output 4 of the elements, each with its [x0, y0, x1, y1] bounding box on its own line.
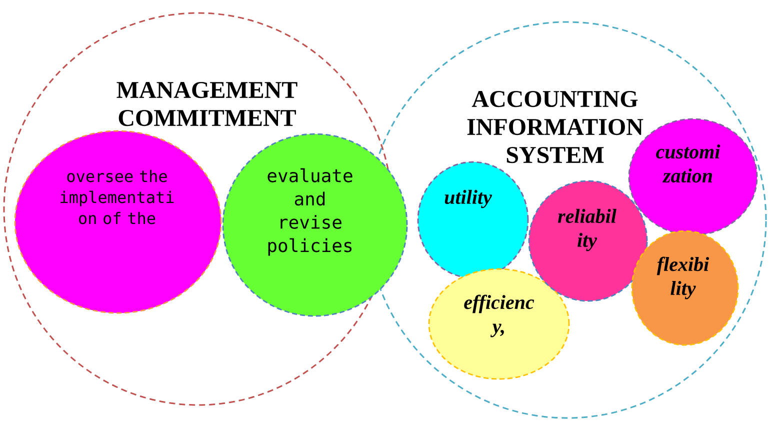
bubble: efficienc y,: [428, 268, 570, 380]
bubble: flexibi lity: [631, 230, 739, 346]
bubble: evaluate and revise policies: [222, 133, 408, 317]
bubble: oversee the implementati on of the: [14, 130, 222, 314]
